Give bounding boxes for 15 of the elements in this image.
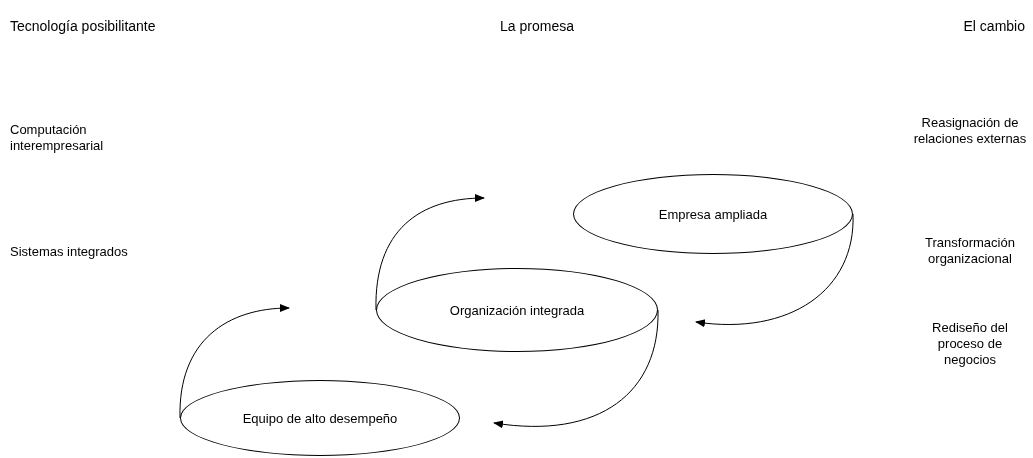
side-label: Rediseño del proceso de negocios: [931, 320, 1009, 368]
column-heading: El cambio: [962, 18, 1025, 34]
curved-arrow: [375, 194, 485, 311]
curved-arrow: [695, 213, 854, 327]
curved-arrow: [493, 309, 659, 428]
column-heading: La promesa: [499, 18, 575, 34]
node-label: Organización integrada: [449, 302, 585, 318]
node-label: Empresa ampliada: [658, 206, 768, 222]
curved-arrow: [179, 304, 290, 419]
side-label: Reasignación de relaciones externas: [912, 115, 1028, 147]
side-label: Transformación organizacional: [924, 235, 1016, 267]
column-heading: Tecnología posibilitante: [10, 18, 157, 34]
side-label: Computación interempresarial: [10, 122, 105, 154]
side-label: Sistemas integrados: [10, 244, 129, 260]
node-label: Equipo de alto desempeño: [242, 410, 398, 426]
